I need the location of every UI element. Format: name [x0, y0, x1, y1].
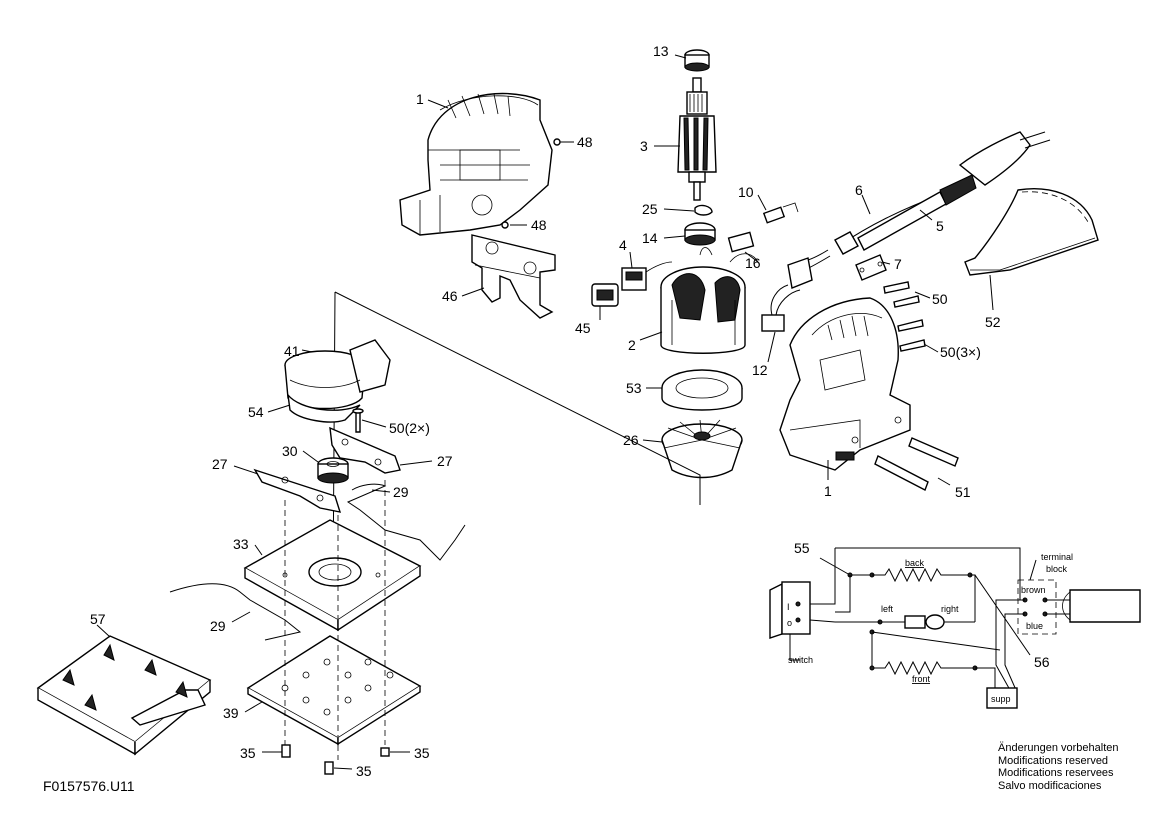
dashed-alignment	[284, 480, 386, 760]
feet-35	[281, 744, 390, 775]
label-back: back	[905, 558, 925, 568]
screws-50	[883, 281, 926, 352]
callout-1: 1	[416, 91, 424, 107]
svg-text:o: o	[787, 618, 792, 628]
callout-1-lower: 1	[824, 483, 832, 499]
callout-5: 5	[936, 218, 944, 234]
callout-7: 7	[894, 256, 902, 272]
switch-4	[621, 261, 673, 291]
bearing-14	[684, 222, 716, 246]
terminal-block-12	[761, 257, 813, 332]
accessory-plate-57	[36, 635, 212, 756]
note-english: Modifications reserved	[998, 754, 1109, 767]
housing-lower	[779, 297, 911, 471]
strain-relief-7	[855, 254, 887, 281]
bracket-46	[471, 234, 556, 319]
callout-16: 16	[745, 255, 761, 271]
label-terminal: terminal	[1041, 552, 1073, 562]
wiring-schematic: 55 back left right front terminal block …	[769, 540, 1141, 709]
callout-52: 52	[985, 314, 1001, 330]
fan-26	[661, 419, 743, 479]
callout-57: 57	[90, 611, 106, 627]
callout-48: 48	[531, 217, 547, 233]
label-front: front	[912, 674, 931, 684]
callout-27-left: 27	[212, 456, 228, 472]
callouts: 1 48 48 46 13 3 25 14 10 4 16 45 2 6 5 7…	[90, 43, 1001, 779]
screw-48-lower	[501, 221, 509, 229]
housing-upper	[399, 92, 553, 236]
callout-50-2x: 50(2×)	[389, 420, 430, 436]
callout-2: 2	[628, 337, 636, 353]
screw-50-2x	[352, 408, 364, 433]
callout-25: 25	[642, 201, 658, 217]
base-plate-33	[243, 519, 422, 632]
gasket-54	[286, 392, 361, 423]
washer-25	[694, 204, 713, 216]
callout-13: 13	[653, 43, 669, 59]
screw-48-upper	[553, 138, 561, 146]
callout-46: 46	[442, 288, 458, 304]
label-brown: brown	[1021, 585, 1046, 595]
plate-27-right	[329, 426, 401, 474]
assembly-boundary	[332, 291, 701, 591]
note-spanish: Salvo modificaciones	[998, 779, 1102, 792]
screws-51	[874, 437, 959, 491]
callout-50-3x: 50(3×)	[940, 344, 981, 360]
label-blue: blue	[1026, 621, 1043, 631]
callout-3: 3	[640, 138, 648, 154]
switch-cover-45	[591, 283, 619, 307]
callout-14: 14	[642, 230, 658, 246]
drawing-code: F0157576.U11	[43, 778, 135, 794]
schematic-ref-55: 55	[794, 540, 810, 556]
callout-33: 33	[233, 536, 249, 552]
callout-6: 6	[855, 182, 863, 198]
callout-53: 53	[626, 380, 642, 396]
plate-27-left	[253, 468, 342, 513]
svg-text:I: I	[787, 602, 790, 612]
callout-45: 45	[575, 320, 591, 336]
armature-3	[677, 77, 717, 201]
spring-29-lower	[169, 583, 302, 641]
sanding-pad-39	[246, 635, 422, 746]
callout-29-upper: 29	[393, 484, 409, 500]
dust-bag-52	[964, 188, 1099, 276]
callout-48: 48	[577, 134, 593, 150]
cable-plug-6	[797, 131, 1051, 273]
rocker-switch: I o	[769, 548, 836, 661]
callout-26: 26	[623, 432, 639, 448]
callout-54: 54	[248, 404, 264, 420]
callout-35-right: 35	[414, 745, 430, 761]
note-german: Änderungen vorbehalten	[998, 742, 1119, 754]
callout-10: 10	[738, 184, 754, 200]
callout-27-right: 27	[437, 453, 453, 469]
bearing-13	[684, 49, 710, 72]
callout-35-center: 35	[356, 763, 372, 779]
spring-29-upper	[346, 483, 466, 561]
leader-lines	[96, 54, 994, 770]
schematic-ref-56: 56	[1034, 654, 1050, 670]
callout-29-lower: 29	[210, 618, 226, 634]
callout-35-left: 35	[240, 745, 256, 761]
label-left: left	[881, 604, 894, 614]
bearing-housing-41	[284, 339, 391, 410]
callout-12: 12	[752, 362, 768, 378]
callout-39: 39	[223, 705, 239, 721]
callout-51: 51	[955, 484, 971, 500]
carbon-brush-10	[762, 202, 799, 224]
brush-holder-16	[727, 231, 755, 253]
note-french: Modifications reservees	[998, 767, 1114, 779]
bearing-30	[317, 457, 349, 484]
callout-30: 30	[282, 443, 298, 459]
label-right: right	[941, 604, 959, 614]
label-supp: supp	[991, 694, 1011, 704]
ring-53	[661, 369, 743, 411]
modification-notes: Änderungen vorbehalten Modifications res…	[998, 742, 1118, 792]
label-switch: switch	[788, 655, 813, 665]
callout-50: 50	[932, 291, 948, 307]
callout-41: 41	[284, 343, 300, 359]
callout-4: 4	[619, 237, 627, 253]
stator-field-2	[660, 247, 759, 354]
label-block: block	[1046, 564, 1068, 574]
